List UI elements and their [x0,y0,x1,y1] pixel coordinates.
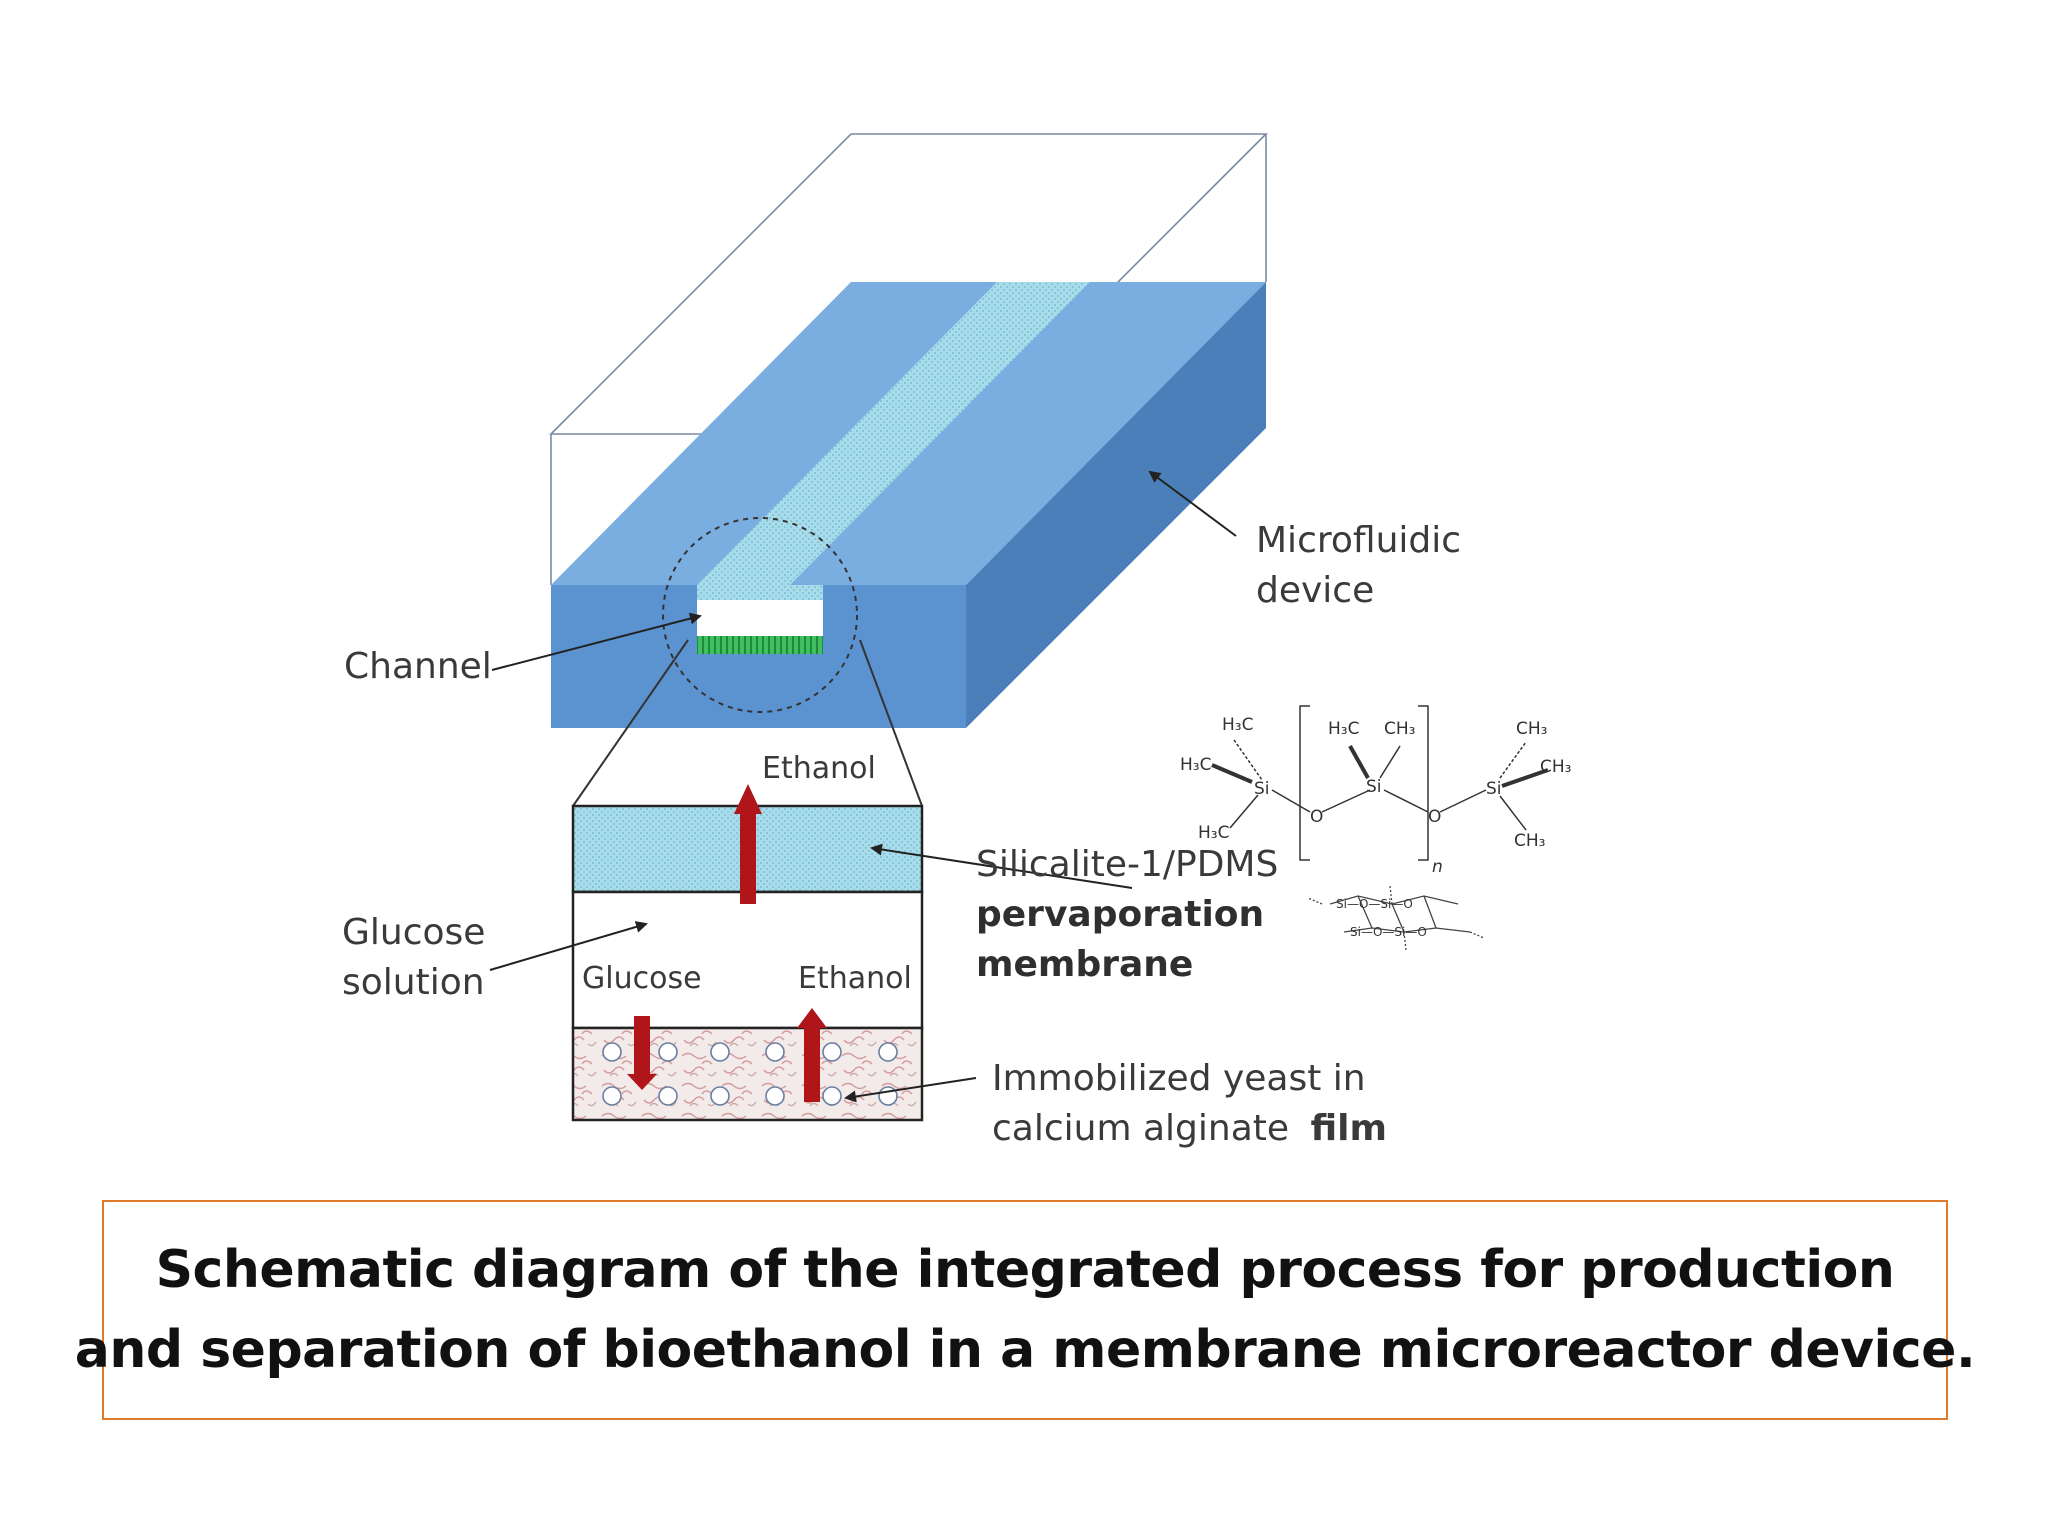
svg-text:CH₃: CH₃ [1516,719,1547,739]
glucose-solution-layer [571,890,924,1030]
svg-text:CH₃: CH₃ [1514,831,1545,851]
device-side-face [966,282,1266,728]
silicalite-network [1307,885,1485,951]
caption-line-1: Schematic diagram of the integrated proc… [155,1240,1895,1300]
green-yeast-layer [697,636,823,654]
zoom-lines [572,639,923,807]
label-channel: Channel [344,646,492,687]
device-front-face [551,585,966,728]
svg-text:H₃C: H₃C [1198,823,1229,843]
svg-text:H₃C: H₃C [1328,719,1359,739]
svg-text:CH₃: CH₃ [1384,719,1415,739]
svg-text:Si: Si [1366,777,1382,797]
ethanol-up-arrow-top [734,784,762,904]
silicalite-network-text: Si—O—Si—O Si—O—Si—O [1336,897,1427,939]
svg-text:H₃C: H₃C [1180,755,1211,775]
ethanol-up-arrow-bottom [797,1008,827,1102]
cross-section [571,784,924,1122]
microfluidic-device-block [551,282,1266,728]
label-membrane-2: pervaporation [976,894,1264,935]
svg-text:Si—O—Si—O: Si—O—Si—O [1336,897,1413,911]
svg-text:O: O [1428,807,1441,827]
label-glucose-inner: Glucose [582,961,702,996]
label-microfluidic-2: device [1256,570,1374,611]
svg-text:Si—O—Si—O: Si—O—Si—O [1350,925,1427,939]
caption-line-2: and separation of bioethanol in a membra… [74,1320,1976,1380]
label-yeast-2-normal: calcium alginate [992,1108,1289,1149]
label-microfluidic-1: Microfluidic [1256,520,1461,561]
label-glucose-solution-2: solution [342,962,485,1003]
pointer-arrows [489,470,1237,1103]
label-membrane-1: Silicalite-1/PDMS [976,844,1278,885]
label-ethanol-inner: Ethanol [798,961,912,996]
svg-text:H₃C: H₃C [1222,715,1253,735]
svg-text:O: O [1310,807,1323,827]
yeast-cells [602,1042,898,1106]
svg-text:n: n [1432,857,1443,877]
zoom-circle [662,517,858,713]
label-yeast-2-bold: film [1311,1108,1388,1149]
svg-text:CH₃: CH₃ [1540,757,1571,777]
label-yeast-1: Immobilized yeast in [992,1058,1366,1099]
label-yeast-2: calcium alginate film [992,1108,1387,1149]
pdms-atoms: H₃C H₃C H₃C Si O H₃C CH₃ Si O n Si CH₃ C… [1180,715,1571,877]
label-glucose-solution-1: Glucose [342,912,485,953]
alginate-film-layer [571,1026,924,1122]
channel-strip [697,282,1090,585]
glucose-down-arrow [627,1016,657,1090]
caption-box: Schematic diagram of the integrated proc… [75,1200,1976,1420]
label-ethanol-top: Ethanol [762,751,876,786]
label-membrane-3: membrane [976,944,1193,985]
svg-text:Si: Si [1254,779,1270,799]
pdms-structure [1211,705,1549,861]
svg-text:Si: Si [1486,779,1502,799]
